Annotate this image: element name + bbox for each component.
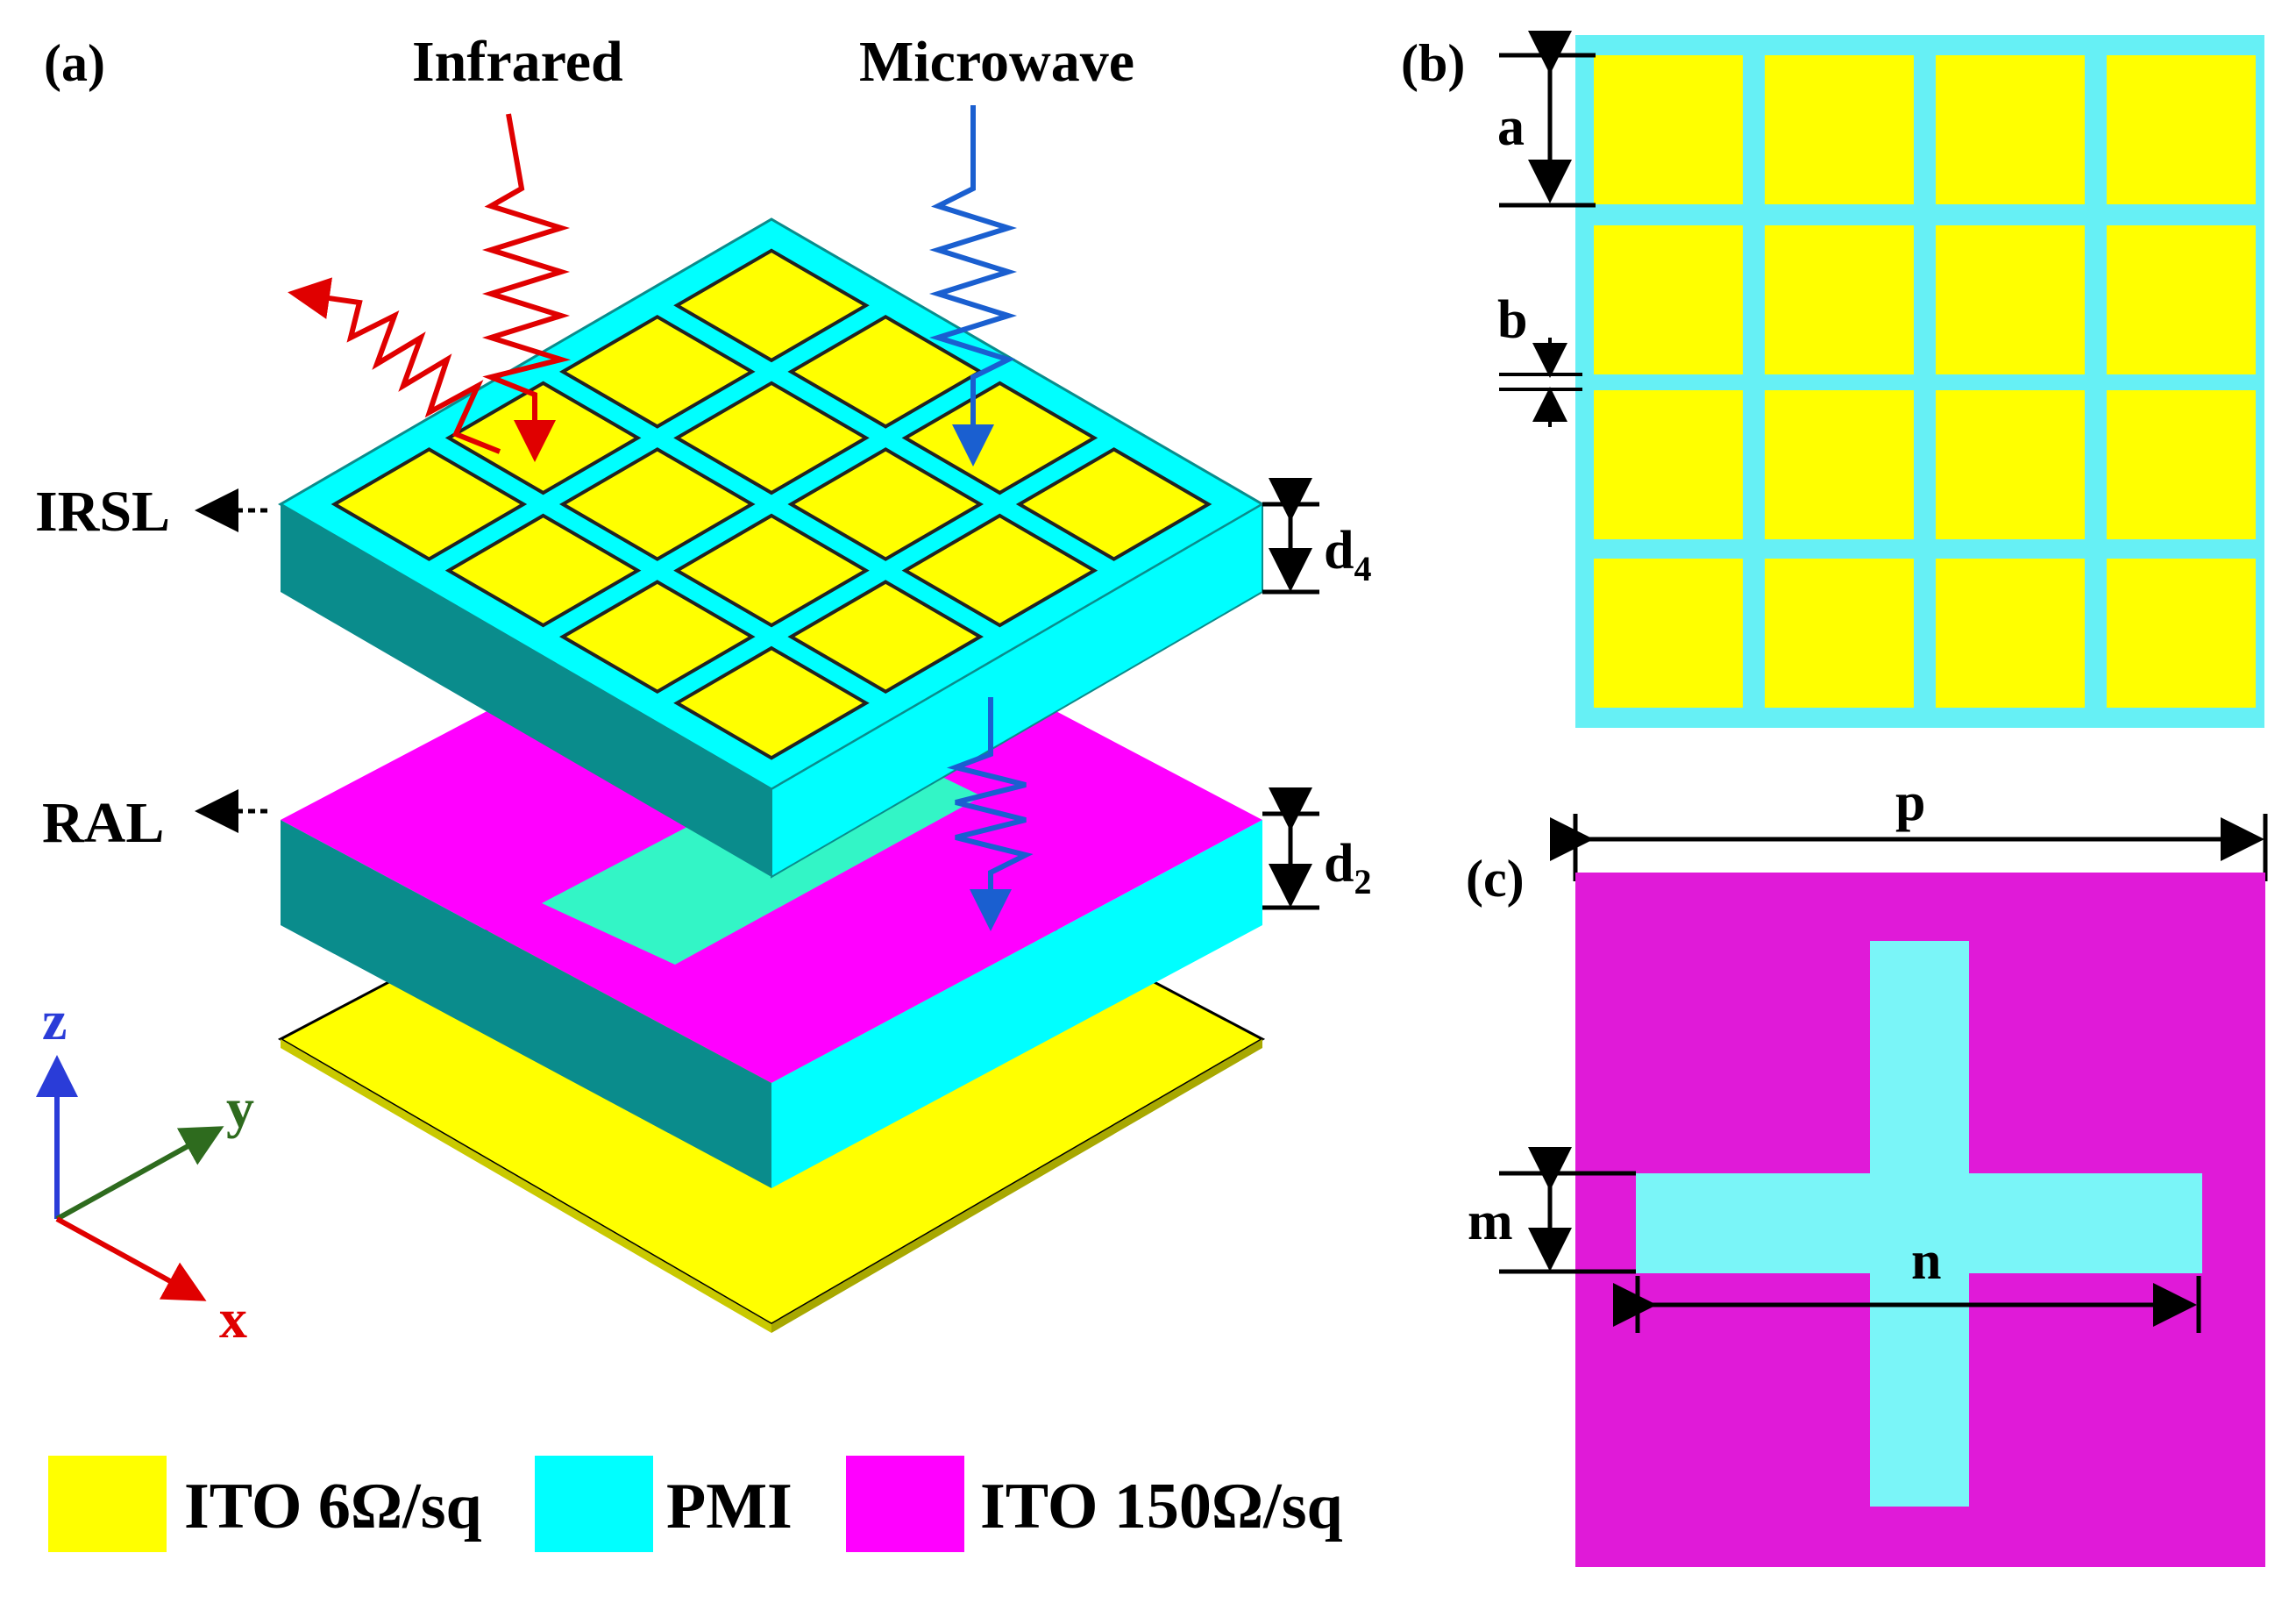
d2-label: d2 xyxy=(1324,834,1371,901)
dimension-a-label: a xyxy=(1497,97,1525,157)
legend-label-pmi: PMI xyxy=(666,1471,793,1542)
irsl-ito-patch xyxy=(787,447,984,561)
ito-patch xyxy=(2107,55,2256,204)
irsl-ito-patch xyxy=(673,248,870,363)
dimension-m xyxy=(1499,1147,1636,1274)
coordinate-axes xyxy=(36,1055,224,1301)
ito-patch xyxy=(1594,55,1743,204)
panel-label-a: (a) xyxy=(44,34,105,92)
irsl-ito-patch xyxy=(1015,447,1212,561)
irsl-ito-patch xyxy=(673,513,870,628)
dimension-p xyxy=(1550,814,2268,881)
irsl-ito-patch xyxy=(444,513,642,628)
legend-label-ito-6: ITO 6Ω/sq xyxy=(184,1471,482,1542)
irsl-ito-patch xyxy=(901,381,1098,495)
ito-patch xyxy=(1765,225,1914,374)
y-axis-label: y xyxy=(226,1077,254,1139)
ito-patch xyxy=(2107,390,2256,539)
d2-dimension xyxy=(1262,787,1319,910)
legend-label-ito-150: ITO 150Ω/sq xyxy=(980,1471,1343,1542)
ito-patch-grid-top-view xyxy=(1594,55,2256,708)
dimension-n xyxy=(1613,1276,2201,1333)
irsl-layer xyxy=(278,217,1265,879)
infrared-label: Infrared xyxy=(412,30,623,94)
ito-patch xyxy=(1594,390,1743,539)
dimension-n-label: n xyxy=(1911,1231,1941,1291)
irsl-ito-patch xyxy=(559,314,756,429)
dimension-b-label: b xyxy=(1497,290,1527,350)
microwave-wave-incident xyxy=(928,105,1018,467)
legend-swatch-ito-6 xyxy=(48,1456,167,1552)
infrared-wave-reflected xyxy=(288,277,501,454)
ral-label: RAL xyxy=(42,791,164,855)
dimension-p-label: p xyxy=(1895,773,1925,832)
dimension-b xyxy=(1499,338,1582,427)
panel-label-c: (c) xyxy=(1466,850,1525,908)
ito-patch xyxy=(1765,559,1914,708)
ito-patch xyxy=(1765,55,1914,204)
irsl-ito-patch xyxy=(787,580,984,695)
ito-patch xyxy=(2107,559,2256,708)
ito-patch xyxy=(2107,225,2256,374)
d4-label: d4 xyxy=(1324,521,1371,588)
x-axis xyxy=(55,1216,207,1301)
cross-horizontal-bar xyxy=(1636,1173,2202,1273)
microwave-wave-transmitted xyxy=(946,697,1034,931)
d4-dimension xyxy=(1262,478,1319,595)
x-axis-label: x xyxy=(219,1287,247,1350)
z-axis-label: z xyxy=(42,989,67,1051)
legend-swatch-ito-150 xyxy=(846,1456,964,1552)
irsl-ito-patch xyxy=(331,447,528,561)
irsl-ito-patch xyxy=(787,314,984,429)
irsl-patch-grid xyxy=(331,248,1212,760)
irsl-ito-patch xyxy=(559,447,756,561)
ito-patch xyxy=(1594,225,1743,374)
infrared-wave-incident xyxy=(481,113,572,462)
irsl-ito-patch xyxy=(673,645,870,760)
y-axis xyxy=(55,1126,224,1222)
irsl-ito-patch xyxy=(901,513,1098,628)
ito-patch xyxy=(1765,390,1914,539)
legend: ITO 6Ω/sq PMI ITO 150Ω/sq xyxy=(48,1456,1343,1552)
ito-patch xyxy=(1936,390,2085,539)
dimension-a xyxy=(1499,31,1596,208)
ito-patch xyxy=(1936,55,2085,204)
ito-patch xyxy=(1936,559,2085,708)
irsl-ito-patch xyxy=(559,580,756,695)
panel-label-b: (b) xyxy=(1401,34,1465,92)
irsl-label: IRSL xyxy=(35,480,170,544)
irsl-ito-patch xyxy=(673,381,870,495)
ito-patch xyxy=(1594,559,1743,708)
microwave-label: Microwave xyxy=(859,30,1134,94)
ito-patch xyxy=(1936,225,2085,374)
dimension-m-label: m xyxy=(1468,1192,1513,1251)
legend-swatch-pmi xyxy=(535,1456,653,1552)
